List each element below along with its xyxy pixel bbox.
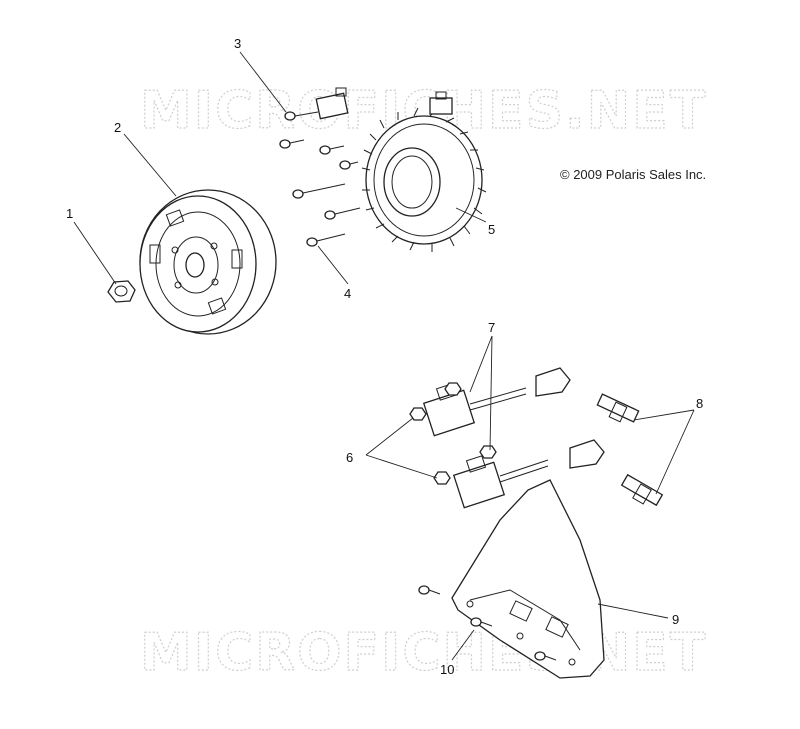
callout-8: 8 bbox=[696, 396, 703, 411]
stator-part bbox=[361, 91, 487, 252]
pickup-sensor-part bbox=[284, 87, 349, 121]
stator-screws-part bbox=[279, 139, 361, 247]
coil-bracket-part bbox=[451, 479, 605, 679]
callout-5: 5 bbox=[488, 222, 495, 237]
flywheel-nut-part bbox=[107, 280, 136, 303]
callout-2: 2 bbox=[114, 120, 121, 135]
bracket-screws-part bbox=[418, 585, 557, 661]
spark-plugs-part bbox=[596, 393, 664, 507]
callout-4: 4 bbox=[344, 286, 351, 301]
copyright-text: © 2009 Polaris Sales Inc. bbox=[560, 167, 706, 182]
callout-3: 3 bbox=[234, 36, 241, 51]
leader-lines bbox=[73, 51, 695, 661]
callout-7: 7 bbox=[488, 320, 495, 335]
ignition-coils-part bbox=[422, 367, 605, 509]
coil-nuts-part bbox=[409, 382, 497, 485]
callout-6: 6 bbox=[346, 450, 353, 465]
flywheel-part bbox=[139, 189, 277, 335]
callout-9: 9 bbox=[672, 612, 679, 627]
watermark-bottom: MICROFICHES.NET bbox=[140, 623, 707, 683]
callout-10: 10 bbox=[440, 662, 454, 677]
callout-1: 1 bbox=[66, 206, 73, 221]
